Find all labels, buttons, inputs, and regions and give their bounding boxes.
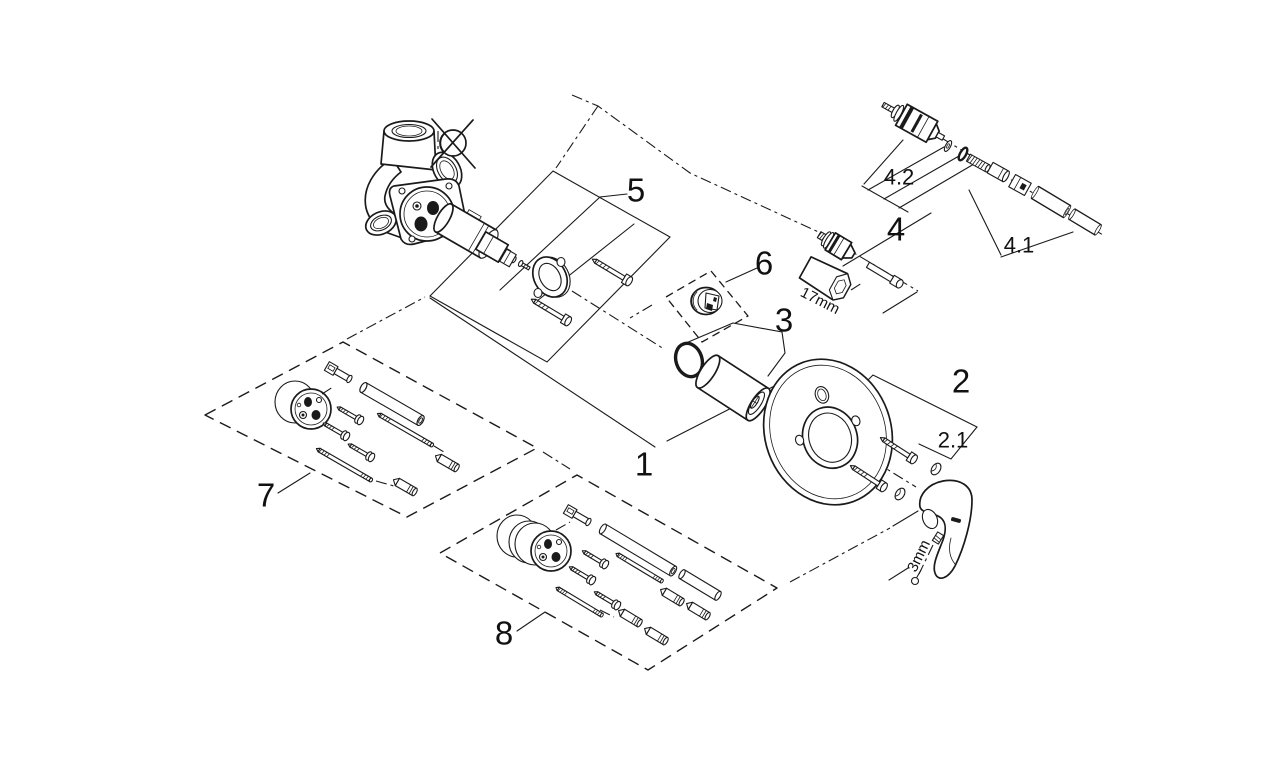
cartridge-4-2-exploded: [881, 101, 1104, 237]
cartridge-part-4: [816, 231, 904, 289]
cartridge-assembly: [433, 202, 635, 328]
cartridge-nut: [499, 248, 517, 268]
kit-8-boundary: [439, 474, 778, 671]
hex-key-ball-end: [910, 569, 922, 586]
flange-screw: [528, 294, 574, 328]
handle-set-screw: [931, 531, 945, 545]
callout-2-1: 2.1: [938, 428, 969, 453]
flange-lug: [556, 256, 566, 268]
callout-6: 6: [755, 245, 773, 282]
callout-4: 4: [887, 211, 905, 248]
callout-3: 3: [775, 302, 793, 339]
o-ring: [673, 341, 705, 379]
socket-tool-17mm: [798, 256, 852, 301]
callout-7: 7: [257, 477, 275, 514]
callout-8: 8: [495, 615, 513, 652]
group-outline-box: [429, 170, 671, 363]
part-6-boundary: [665, 270, 749, 343]
flange-screw: [589, 254, 635, 288]
lever-handle: [910, 479, 973, 586]
extension-kit-8: [496, 504, 724, 647]
washer: [957, 146, 969, 162]
screw-cover-cone: [930, 462, 942, 476]
valve-body: [364, 120, 468, 246]
callout-4-2: 4.2: [884, 165, 915, 190]
small-screw: [517, 260, 531, 271]
callout-1: 1: [635, 446, 653, 483]
screw-cover-cone: [894, 487, 906, 501]
adapter: [986, 161, 1010, 183]
callout-4-1: 4.1: [1004, 233, 1035, 258]
adapter: [1008, 173, 1032, 197]
callout-2: 2: [952, 363, 970, 400]
sealed-port-cross-mark: [430, 118, 476, 169]
extension-kit-7: [274, 361, 461, 498]
fastening-flange: [531, 256, 571, 298]
washer: [943, 140, 953, 152]
extension-stem: [865, 261, 904, 289]
trim-screws-2-1: [847, 432, 942, 501]
cap-part-6: [690, 286, 723, 316]
extension-tube: [1029, 185, 1073, 219]
callout-5: 5: [627, 172, 645, 209]
escutcheon-plate: [762, 358, 894, 506]
threaded-stem: [965, 153, 991, 173]
dimension-hex-key-size: 3mm: [904, 537, 934, 574]
flange-lug: [533, 287, 543, 299]
kit-7-boundary: [204, 341, 538, 518]
trim-sleeve: [695, 354, 771, 422]
